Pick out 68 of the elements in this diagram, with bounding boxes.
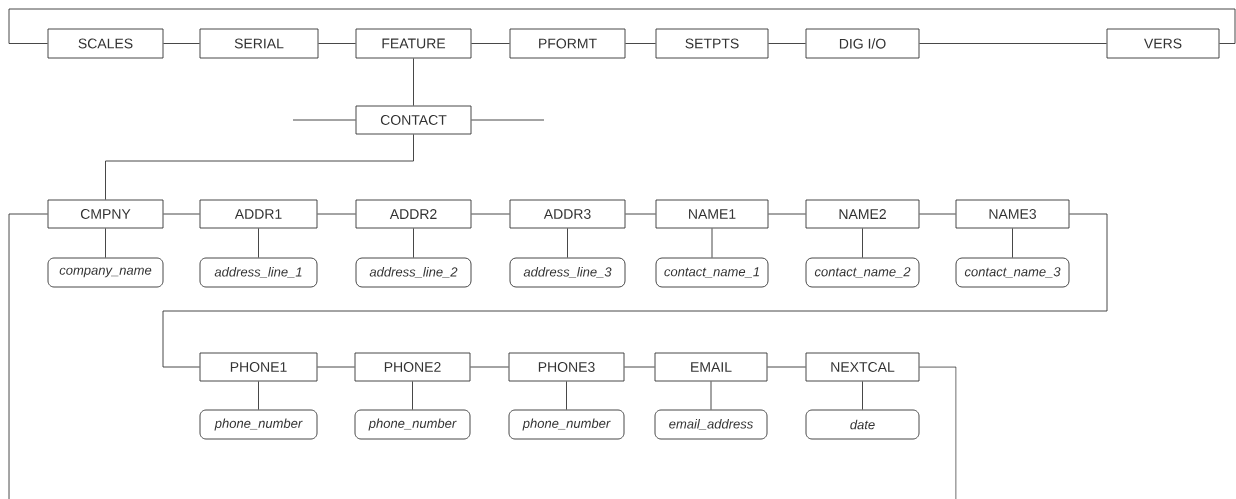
value-box: phone_number <box>508 409 625 440</box>
value-box: address_line_2 <box>355 257 472 288</box>
connector-line <box>862 228 863 258</box>
menu-box: VERS <box>1106 28 1220 59</box>
connector-line <box>767 366 806 368</box>
connector-line <box>624 366 655 368</box>
connector-line <box>919 213 956 215</box>
connector-line <box>105 228 106 258</box>
menu-box: NAME1 <box>655 199 769 229</box>
connector-line <box>163 43 200 44</box>
menu-box: ADDR1 <box>199 199 318 229</box>
connector-line <box>258 228 259 258</box>
menu-box: CONTACT <box>355 105 472 135</box>
connector-line <box>768 213 806 215</box>
menu-box: ADDR3 <box>509 199 626 229</box>
menu-box: PFORMT <box>509 28 626 59</box>
connector-line <box>163 213 200 215</box>
menu-box: PHONE2 <box>354 352 471 382</box>
connector-line <box>317 213 356 215</box>
connector-line <box>162 213 1108 368</box>
value-box: contact_name_3 <box>955 257 1070 288</box>
value-box: contact_name_2 <box>805 257 920 288</box>
value-box: phone_number <box>354 409 471 440</box>
connector-line <box>318 43 356 44</box>
menu-box: NAME2 <box>805 199 920 229</box>
connector-line <box>625 213 656 215</box>
connector-line <box>8 8 1236 44</box>
connector-line <box>919 366 957 499</box>
connector-line <box>413 228 414 258</box>
connector-line <box>768 43 806 44</box>
value-box: address_line_1 <box>199 257 318 288</box>
connector-line <box>8 213 48 499</box>
connector-line <box>566 381 567 410</box>
connector-line <box>258 381 259 410</box>
connector-line <box>470 366 509 368</box>
connector-line <box>919 43 1107 44</box>
connector-line <box>317 366 355 368</box>
connector-line <box>625 43 656 44</box>
connector-line <box>413 58 414 106</box>
menu-box: DIG I/O <box>805 28 920 59</box>
connector-line <box>711 228 713 258</box>
connector-line <box>471 119 545 121</box>
connector-line <box>105 134 414 200</box>
menu-box: SCALES <box>47 28 164 59</box>
menu-box: NEXTCAL <box>805 352 920 382</box>
menu-box: PHONE3 <box>508 352 625 382</box>
value-box: contact_name_1 <box>655 257 769 288</box>
menu-box: NAME3 <box>955 199 1070 229</box>
menu-box: FEATURE <box>355 28 472 59</box>
value-box: company_name <box>47 257 164 288</box>
menu-box: CMPNY <box>47 199 164 229</box>
menu-box: ADDR2 <box>355 199 472 229</box>
connector-line <box>710 381 712 410</box>
menu-box: PHONE1 <box>199 352 318 382</box>
value-box: address_line_3 <box>509 257 626 288</box>
value-box: phone_number <box>199 409 318 440</box>
connector-line <box>471 43 510 44</box>
connector-line <box>862 381 863 410</box>
menu-box: EMAIL <box>654 352 768 382</box>
connector-line <box>567 228 568 258</box>
value-box: email_address <box>654 409 768 440</box>
value-box: date <box>805 409 920 440</box>
connector-line <box>412 381 413 410</box>
menu-box: SERIAL <box>199 28 319 59</box>
menu-box: SETPTS <box>655 28 769 59</box>
connector-line <box>292 119 356 121</box>
connector-line <box>1012 228 1013 258</box>
connector-line <box>471 213 510 215</box>
